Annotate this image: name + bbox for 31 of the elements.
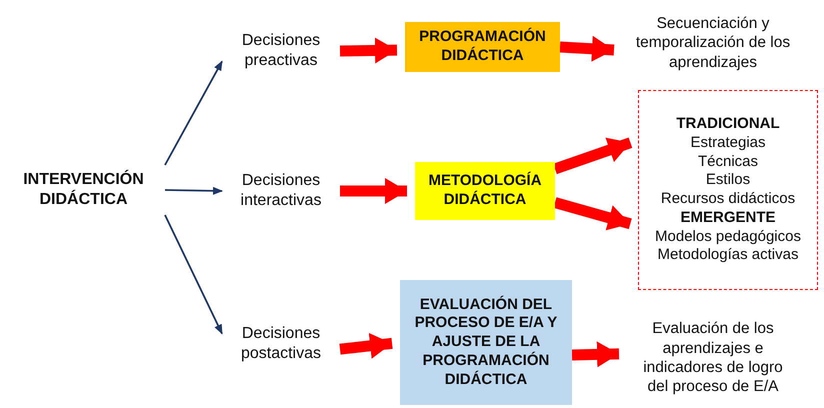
node-text: METODOLOGÍA DIDÁCTICA	[427, 172, 543, 210]
node-text: Modelos pedagógicos	[655, 228, 801, 246]
arrow	[572, 341, 620, 368]
arrow	[164, 186, 223, 195]
arrow	[560, 36, 614, 62]
process-box	[405, 22, 560, 72]
dashed-box	[638, 90, 818, 290]
node-text: PROGRAMACIÓN DIDÁCTICA	[418, 28, 547, 66]
process-box	[415, 162, 555, 220]
arrow	[553, 137, 632, 174]
node-text: INTERVENCIÓN DIDÁCTICA	[22, 170, 145, 210]
node-text: Estrategias	[690, 134, 766, 152]
node-text: Secuenciación y temporalización de los aprendizajes	[634, 14, 792, 72]
heading-text: TRADICIONAL	[676, 115, 780, 134]
node-text: Evaluación de los aprendizajes e indicadores de logro del proceso de E/A	[642, 319, 784, 397]
heading-text: EMERGENTE	[680, 208, 776, 228]
arrow	[164, 60, 223, 166]
arrow	[340, 178, 407, 204]
node-text: Decisiones preactivas	[240, 31, 322, 71]
arrow	[164, 214, 223, 334]
node-text: Técnicas	[698, 152, 758, 172]
node-text: Recursos didácticos	[660, 190, 796, 209]
node-text: Decisiones postactivas	[240, 324, 322, 364]
node-text: Decisiones interactivas	[240, 171, 322, 211]
node-text: Estilos	[706, 171, 750, 190]
process-box	[400, 280, 572, 405]
node-text: EVALUACIÓN DEL PROCESO DE E/A Y AJUSTE DE LA PROGRAMACIÓN DIDÁCTICA	[414, 296, 558, 390]
arrow	[554, 197, 632, 230]
arrow	[340, 37, 398, 64]
arrow	[339, 332, 393, 359]
node-text: Metodologías activas	[658, 246, 798, 265]
